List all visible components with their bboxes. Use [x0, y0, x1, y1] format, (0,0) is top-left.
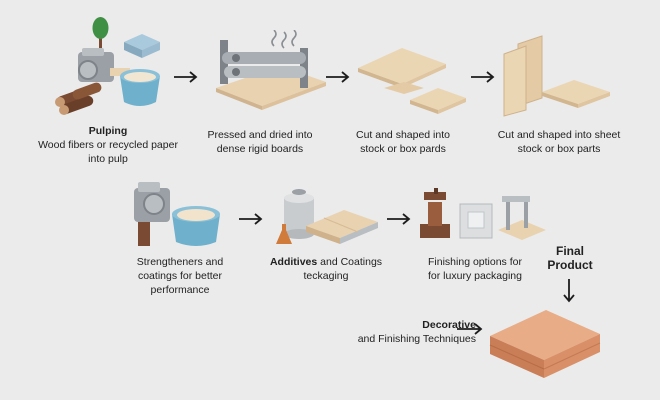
step-cut-line-2: stock or box pards	[360, 143, 446, 155]
step-additives-title: Additives	[269, 256, 318, 268]
coated-boards-icon	[306, 210, 378, 244]
foiling-tool-icon	[498, 196, 546, 240]
decorative-subtitle: and Finishing Techniques	[357, 333, 476, 345]
pulping-illustration	[55, 17, 160, 115]
logs-icon	[55, 82, 102, 115]
step-pulping-title: Pulping	[88, 125, 128, 137]
step-strengtheners-caption: Strengtheners and coatings for better pe…	[120, 255, 240, 297]
step-pressing-line-2: dense rigid boards	[216, 143, 304, 155]
step-finishing-line-1: Finishing options for	[428, 256, 522, 268]
step-additives-caption: Additives and Coatings teckaging	[258, 255, 394, 283]
arrow-2-icon	[326, 71, 350, 83]
step-strengtheners-line-1: Strengtheners and	[136, 256, 224, 268]
step-additives-line-1: teckaging	[303, 270, 349, 282]
step-finishing-caption: Finishing options for for luxury packagi…	[410, 255, 540, 283]
step-sheet-line-1: Cut and shaped into sheet	[497, 129, 621, 141]
tree-icon	[92, 17, 109, 39]
pulping-machine-icon	[78, 48, 130, 82]
small-board	[410, 88, 466, 110]
cut-boards-illustration	[358, 48, 466, 114]
decorative-label: Decorative and Finishing Techniques	[340, 318, 476, 346]
arrow-3-icon	[471, 71, 495, 83]
press-machine-icon	[220, 40, 308, 88]
step-sheet-line-2: stock or box parts	[517, 143, 601, 155]
pulp-tub-icon	[120, 69, 160, 106]
step-additives-title-rest: and Coatings	[317, 256, 383, 268]
step-pulping-line-2: into pulp	[88, 153, 128, 165]
step-cut-caption: Cut and shaped into stock or box pards	[338, 128, 468, 156]
additives-illustration	[276, 189, 378, 244]
mixer-machine-icon	[134, 182, 170, 246]
flask-icon	[276, 224, 292, 244]
steam-icon	[271, 30, 297, 49]
sheet-stock-illustration	[503, 35, 610, 117]
final-product-illustration	[489, 310, 601, 378]
step-strengtheners-line-3: performance	[150, 284, 210, 296]
flat-sheet	[542, 80, 610, 104]
paper-stack-icon	[124, 34, 160, 58]
decorative-title: Decorative	[422, 319, 476, 331]
upright-sheet-front	[503, 45, 527, 117]
pressing-illustration	[216, 30, 326, 110]
step-pressing-caption: Pressed and dried into dense rigid board…	[190, 128, 330, 156]
stamp-press-icon	[420, 188, 450, 238]
finishing-illustration	[420, 188, 546, 240]
step-cut-line-1: Cut and shaped into	[356, 129, 450, 141]
arrow-5-icon	[387, 213, 411, 225]
arrow-down-icon	[563, 279, 575, 303]
final-product-line-2: Product	[547, 258, 593, 272]
arrow-4-icon	[239, 213, 263, 225]
arrow-1-icon	[174, 71, 198, 83]
step-strengtheners-line-2: coatings for better	[137, 270, 223, 282]
embossed-sample-icon	[459, 203, 493, 239]
coating-tub-icon	[172, 206, 220, 246]
step-pressing-line-1: Pressed and dried into	[207, 129, 313, 141]
tree-trunk	[99, 32, 102, 48]
thin-board	[384, 82, 424, 94]
step-finishing-line-2: for luxury packaging	[428, 270, 522, 282]
step-additives-heading: Additives and Coatings	[258, 255, 394, 269]
strengtheners-illustration	[134, 182, 220, 246]
final-product-line-1: Final	[555, 244, 584, 258]
arrow-decorative-icon	[457, 323, 483, 335]
final-product-box-icon	[489, 310, 601, 378]
step-pulping-caption: Pulping Wood fibers or recycled paper in…	[20, 124, 196, 166]
large-board	[358, 48, 446, 84]
step-pulping-line-1: Wood fibers or recycled paper	[38, 139, 178, 151]
step-sheet-caption: Cut and shaped into sheet stock or box p…	[476, 128, 642, 156]
final-product-label: Final Product	[536, 244, 604, 272]
